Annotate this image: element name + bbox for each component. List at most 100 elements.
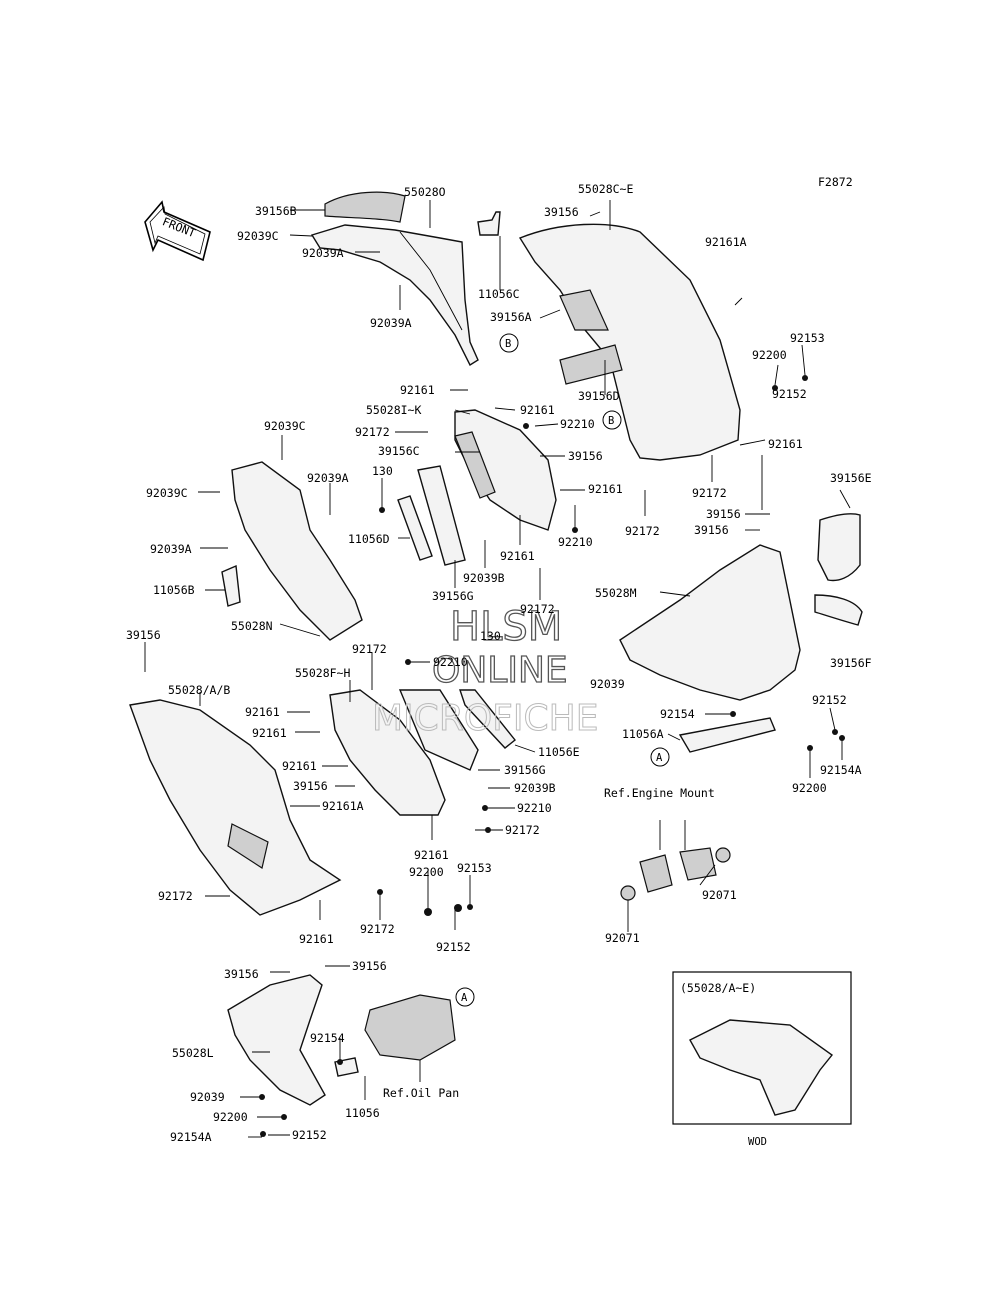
part-bracket-11056a xyxy=(678,717,776,753)
part-label-l-92161-low3: 92161 xyxy=(282,759,317,773)
part-label-l-92172-mid1: 92172 xyxy=(355,425,390,439)
part-bracket-11056b xyxy=(221,564,241,607)
inset-box: (55028/A~E) WOD xyxy=(672,971,852,1148)
watermark: HLSM ONLINE MICROFICHE xyxy=(372,603,599,739)
svg-text:A: A xyxy=(461,992,468,1004)
leader-lines xyxy=(144,200,851,1138)
part-label-l-92210-mid1: 92210 xyxy=(560,417,595,431)
part-washer-92071-right xyxy=(715,847,731,863)
part-label-l-92152-right2: 92152 xyxy=(812,693,847,707)
ref-engine-mount: Ref.Engine Mount xyxy=(604,786,715,800)
part-label-l-92210-mid2: 92210 xyxy=(558,535,593,549)
part-label-l-39156e: 39156E xyxy=(830,471,872,485)
part-label-l-92161-mid1: 92161 xyxy=(400,383,435,397)
part-engine-mount-2 xyxy=(679,847,717,881)
part-label-l-39156d: 39156D xyxy=(578,389,620,403)
part-label-l-92161-low4: 92161 xyxy=(414,848,449,862)
part-bracket-11056c xyxy=(477,211,501,236)
part-label-l-55028ik: 55028I~K xyxy=(366,403,421,417)
part-label-l-92039b-low: 92039B xyxy=(514,781,556,795)
part-label-l-92153-right: 92153 xyxy=(790,331,825,345)
part-label-l-39156c: 39156C xyxy=(378,444,420,458)
part-label-l-92039c-top: 92039C xyxy=(237,229,279,243)
part-label-l-92172-mid2: 92172 xyxy=(692,486,727,500)
part-label-l-92172-mid3: 92172 xyxy=(625,524,660,538)
part-label-l-92161-right: 92161 xyxy=(768,437,803,451)
part-label-l-92152-right: 92152 xyxy=(772,387,807,401)
svg-text:MICROFICHE: MICROFICHE xyxy=(372,698,598,739)
part-label-l-39156-right1: 39156 xyxy=(706,507,741,521)
part-label-l-92172-mid4: 92172 xyxy=(520,602,555,616)
inset-caption: WOD xyxy=(748,1136,767,1148)
part-label-l-92210-low1: 92210 xyxy=(433,655,468,669)
part-label-l-39156g-low: 39156G xyxy=(504,763,546,777)
part-label-l-92161-low1: 92161 xyxy=(245,705,280,719)
part-label-l-92161-mid2: 92161 xyxy=(520,403,555,417)
part-pad-39156b xyxy=(324,191,406,223)
part-engine-mount-1 xyxy=(639,854,673,893)
part-label-l-11056b: 11056B xyxy=(153,583,195,597)
svg-text:ONLINE: ONLINE xyxy=(432,650,568,691)
part-label-l-92200-right2: 92200 xyxy=(792,781,827,795)
part-strip-39156g-low xyxy=(398,689,479,771)
svg-text:A: A xyxy=(656,752,663,764)
part-label-l-39156-farleft: 39156 xyxy=(126,628,161,642)
svg-text:HLSM: HLSM xyxy=(450,604,562,650)
part-label-l-11056e: 11056E xyxy=(538,745,580,759)
part-label-l-92200-low: 92200 xyxy=(409,865,444,879)
part-pad-39156f xyxy=(814,594,863,626)
part-label-l-55028l: 55028L xyxy=(172,1046,214,1060)
callout-b-top: B xyxy=(499,333,519,353)
part-label-l-55028ce: 55028C~E xyxy=(578,182,633,196)
part-pad-39156c xyxy=(454,431,496,499)
part-label-l-11056-low: 11056 xyxy=(345,1106,380,1120)
part-label-l-39156-low1: 39156 xyxy=(293,779,328,793)
front-arrow-icon: FRONT xyxy=(144,200,211,262)
ref-oil-pan: Ref.Oil Pan xyxy=(383,1086,459,1100)
part-label-l-39156g-mid: 39156G xyxy=(432,589,474,603)
part-label-l-92153-low: 92153 xyxy=(457,861,492,875)
part-label-l-39156-mid: 39156 xyxy=(568,449,603,463)
part-label-l-55028ab: 55028/A/B xyxy=(168,683,230,697)
part-label-l-92039-low: 92039 xyxy=(190,1090,225,1104)
part-label-l-55028m: 55028M xyxy=(595,586,637,600)
part-label-l-55028o: 55028O xyxy=(404,185,446,199)
part-label-l-39156-top: 39156 xyxy=(544,205,579,219)
part-label-l-55028n: 55028N xyxy=(231,619,273,633)
part-label-l-92039a-left: 92039A xyxy=(307,471,349,485)
part-label-l-92161a-low: 92161A xyxy=(322,799,364,813)
part-label-l-39156a: 39156A xyxy=(490,310,532,324)
part-label-l-92172-low3: 92172 xyxy=(158,889,193,903)
bolt-markers xyxy=(259,375,845,1137)
part-label-l-92161-mid4: 92161 xyxy=(500,549,535,563)
part-label-l-92161a-top: 92161A xyxy=(705,235,747,249)
part-label-l-92039c-left2: 92039C xyxy=(146,486,188,500)
part-label-l-55028fh: 55028F~H xyxy=(295,666,350,680)
svg-text:B: B xyxy=(505,338,511,350)
part-label-l-130-left: 130 xyxy=(372,464,393,478)
part-pad-39156e xyxy=(817,513,861,582)
part-pad-39156d xyxy=(559,344,623,385)
part-label-l-92161-low5: 92161 xyxy=(299,932,334,946)
part-label-l-92039b-mid: 92039B xyxy=(463,571,505,585)
part-labels: 39156B 55028O 92039C 92039A 92039A 11056… xyxy=(126,182,872,1144)
callout-b-mid: B xyxy=(602,410,622,430)
part-label-l-92152-low2: 92152 xyxy=(292,1128,327,1142)
part-chin-cowl-55028l xyxy=(227,974,326,1106)
part-label-l-11056a: 11056A xyxy=(622,727,664,741)
part-label-l-39156-low2: 39156 xyxy=(224,967,259,981)
part-label-l-11056c: 11056C xyxy=(478,287,520,301)
part-inner-55028f-h xyxy=(329,689,446,816)
part-washer-92071-left xyxy=(620,885,636,901)
part-label-l-92039-right: 92039 xyxy=(590,677,625,691)
part-upper-cowl-55028o xyxy=(310,224,479,367)
part-label-l-92071-right: 92071 xyxy=(702,888,737,902)
figure-code: F2872 xyxy=(818,175,853,189)
part-pad-39156a xyxy=(559,289,609,331)
part-oil-pan xyxy=(364,994,456,1061)
part-label-l-11056d: 11056D xyxy=(348,532,390,546)
part-bracket-11056d xyxy=(397,495,433,561)
part-side-cowl-55028c-e xyxy=(518,223,741,461)
part-label-l-39156-low3: 39156 xyxy=(352,959,387,973)
